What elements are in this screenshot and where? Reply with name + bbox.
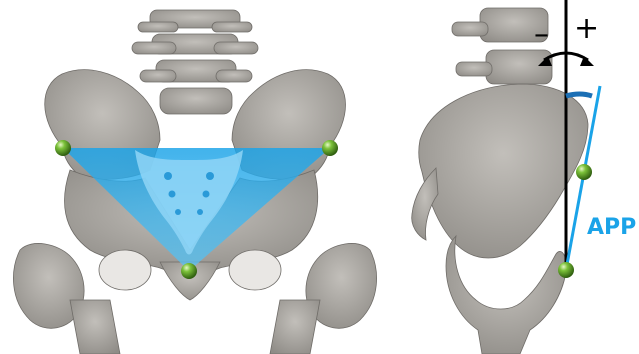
- landmark-pubic-lateral: [558, 262, 574, 278]
- lateral-ilium: [419, 84, 588, 258]
- landmark-pubic-symphysis: [181, 263, 197, 279]
- minus-label: –: [534, 17, 549, 52]
- app-label: APP: [587, 215, 636, 240]
- landmark-asis-right: [322, 140, 338, 156]
- plus-label: +: [574, 11, 599, 46]
- frontal-pelvis-view: [13, 10, 376, 354]
- tilt-angle-arc: [566, 94, 592, 96]
- lateral-pelvis-view: – + APP: [412, 0, 637, 354]
- lumbar-spine: [132, 10, 258, 114]
- landmark-asis-lateral: [576, 164, 592, 180]
- landmark-asis-left: [55, 140, 71, 156]
